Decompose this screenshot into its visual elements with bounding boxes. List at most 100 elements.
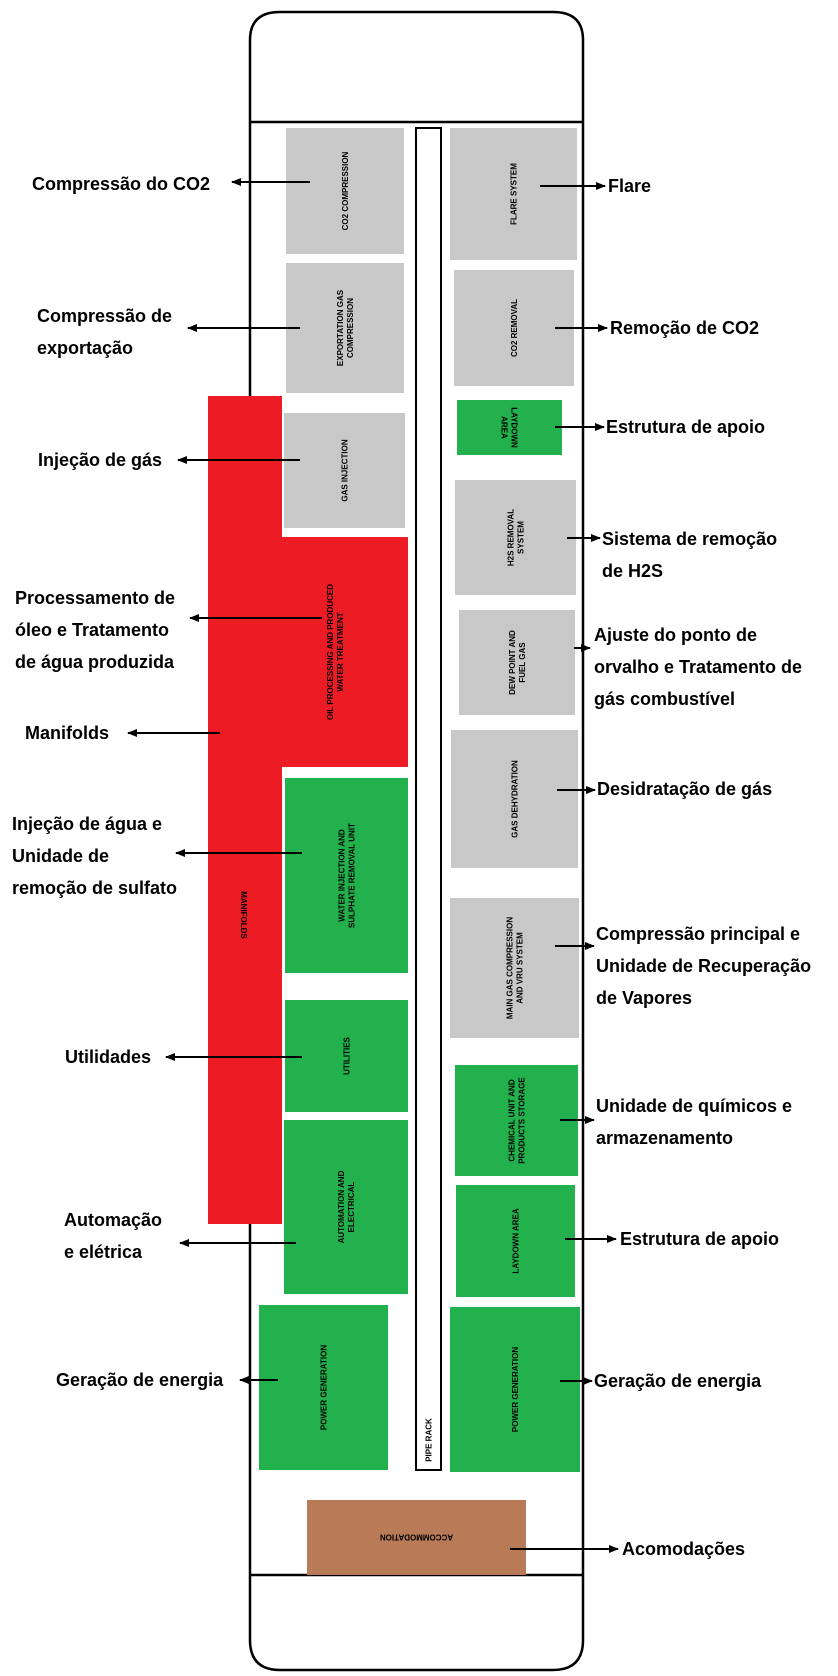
module-label-line: CO2 REMOVAL [510,299,519,357]
module-label-line: GAS DEHYDRATION [511,760,520,838]
module-label-line: PRODUCTS STORAGE [518,1077,527,1164]
label-line: Sistema de remoção [602,529,777,549]
module-accommodation [307,1500,526,1575]
module-flare-system [450,128,577,260]
label-main-compression: Compressão principal e Unidade de Recuper… [596,924,811,1008]
module-label-utilities: UTILITIES [343,1036,352,1074]
module-label-gas-injection: GAS INJECTION [341,439,350,501]
module-label-laydown-area-top: LAYDOWNAREA [500,407,519,448]
module-label-line: FLARE SYSTEM [510,163,519,225]
module-label-line: DEW POINT AND [508,630,517,695]
module-label-line: FUEL GAS [518,642,527,683]
label-line: orvalho e Tratamento de [594,657,802,677]
label-line: Compressão de [37,306,172,326]
label-line: Processamento de [15,588,175,608]
label-utilities: Utilidades [65,1047,151,1067]
label-line: Remoção de CO2 [610,318,759,338]
module-label-chemical-unit: CHEMICAL UNIT ANDPRODUCTS STORAGE [508,1077,527,1164]
module-label-co2-removal: CO2 REMOVAL [510,299,519,357]
module-water-injection [285,778,408,973]
label-laydown-top: Estrutura de apoio [606,417,765,437]
module-label-gas-dehydration: GAS DEHYDRATION [511,760,520,838]
module-label-line: UTILITIES [343,1036,352,1074]
module-label-line: AND VRU SYSTEM [516,932,525,1004]
label-power-generation-right: Geração de energia [594,1371,762,1391]
module-power-generation-right [450,1307,580,1472]
label-gas-injection: Injeção de gás [38,450,162,470]
label-power-generation-left: Geração de energia [56,1370,224,1390]
module-label-oil-processing: OIL PROCESSING AND PRODUCEDWATER TREATME… [326,584,345,720]
label-line: Injeção de gás [38,450,162,470]
label-line: Acomodações [622,1539,745,1559]
module-label-line: H2S REMOVAL [507,509,516,566]
module-label-exportation-gas-compression: EXPORTATION GASCOMPRESSION [336,289,355,366]
label-line: Ajuste do ponto de [594,625,757,645]
label-flare: Flare [608,176,651,196]
label-line: de água produzida [15,652,175,672]
module-label-water-injection: WATER INJECTION ANDSULPHATE REMOVAL UNIT [338,823,357,928]
module-power-generation-left [259,1305,388,1470]
label-line: Geração de energia [594,1371,762,1391]
label-line: Compressão principal e [596,924,800,944]
module-chemical-unit [455,1065,578,1176]
module-label-pipe-rack: PIPE RACK [424,1418,433,1462]
module-label-dew-point: DEW POINT ANDFUEL GAS [508,630,527,695]
module-label-flare-system: FLARE SYSTEM [510,163,519,225]
label-line: de H2S [602,561,663,581]
module-label-line: ACCOMMODATION [380,1533,453,1542]
module-label-main-gas-compression: MAIN GAS COMPRESSIONAND VRU SYSTEM [506,917,525,1019]
label-line: Compressão do CO2 [32,174,210,194]
module-label-co2-compression: CO2 COMPRESSION [341,151,350,230]
label-dew-point: Ajuste do ponto de orvalho e Tratamento d… [594,625,802,709]
module-label-h2s-removal: H2S REMOVALSYSTEM [507,509,526,566]
label-line: e elétrica [64,1242,143,1262]
module-label-line: OIL PROCESSING AND PRODUCED [326,584,335,720]
module-label-line: LAYDOWN [510,407,519,448]
label-line: exportação [37,338,133,358]
label-line: Estrutura de apoio [620,1229,779,1249]
module-laydown-area-top [457,400,562,455]
label-line: Utilidades [65,1047,151,1067]
label-line: Desidratação de gás [597,779,772,799]
module-label-line: WATER INJECTION AND [338,829,347,922]
label-line: Unidade de Recuperação [596,956,811,976]
label-line: remoção de sulfato [12,878,177,898]
module-co2-compression [286,128,404,254]
label-co2-compression: Compressão do CO2 [32,174,210,194]
module-label-power-generation-right: POWER GENERATION [511,1347,520,1432]
label-line: gás combustível [594,689,735,709]
module-utilities [285,1000,408,1112]
label-h2s-removal: Sistema de remoção de H2S [602,529,777,581]
module-label-line: CHEMICAL UNIT AND [508,1079,517,1161]
label-line: Flare [608,176,651,196]
module-label-line: LAYDOWN AREA [512,1208,521,1273]
label-line: armazenamento [596,1128,733,1148]
module-label-line: PIPE RACK [424,1418,433,1462]
module-laydown-area-bottom [456,1185,575,1297]
module-label-automation-electrical: AUTOMATION ANDELECTRICAL [337,1170,356,1243]
module-gas-injection [284,413,405,528]
module-label-line: WATER TREATMENT [336,612,345,691]
module-label-manifolds: MANIFOLDS [239,891,248,939]
module-manifolds [208,396,408,1224]
module-label-line: GAS INJECTION [341,439,350,501]
module-label-line: POWER GENERATION [320,1345,329,1430]
module-label-line: SULPHATE REMOVAL UNIT [348,823,357,928]
label-line: Estrutura de apoio [606,417,765,437]
module-label-line: EXPORTATION GAS [336,289,345,366]
label-line: Automação [64,1210,162,1230]
label-manifolds: Manifolds [25,723,109,743]
label-line: óleo e Tratamento [15,620,169,640]
module-automation-electrical [284,1120,408,1294]
module-label-line: SYSTEM [517,521,526,554]
label-co2-removal: Remoção de CO2 [610,318,759,338]
label-line: Injeção de água e [12,814,162,834]
module-label-line: POWER GENERATION [511,1347,520,1432]
label-gas-dehydration: Desidratação de gás [597,779,772,799]
module-main-gas-compression [450,898,579,1038]
module-exportation-gas-compression [286,263,404,393]
label-line: Geração de energia [56,1370,224,1390]
